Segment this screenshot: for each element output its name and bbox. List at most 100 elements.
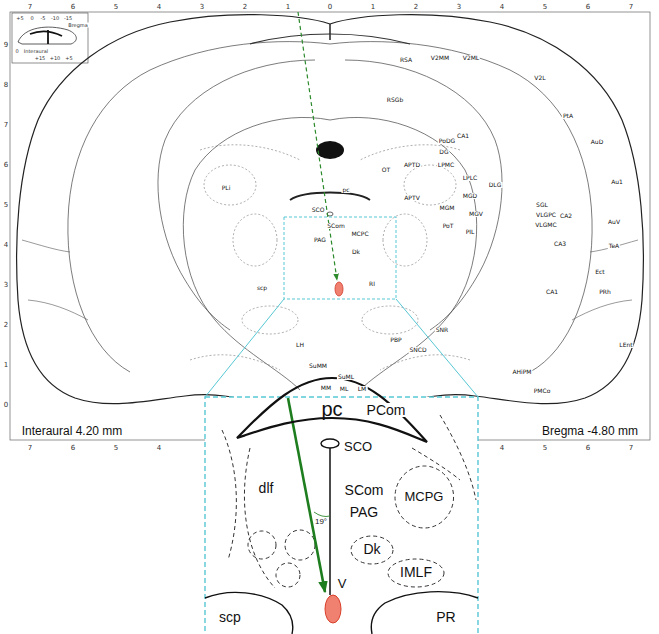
grid-number: 2 xyxy=(413,4,419,11)
region-label: SuML xyxy=(337,374,355,380)
atlas-drawing xyxy=(18,27,76,44)
trajectory-line xyxy=(298,12,337,280)
grid-number: 6 xyxy=(585,4,591,11)
region-label: scp xyxy=(256,285,268,291)
region-label: PRh xyxy=(598,289,612,295)
node-label: IMLF xyxy=(400,565,432,580)
region-label: TeA xyxy=(608,243,620,249)
region-label: Dk xyxy=(351,249,361,255)
inset-scale-label: 0 xyxy=(14,49,19,54)
region-label: MGV xyxy=(468,211,484,217)
zoom-outlines xyxy=(205,415,478,634)
target-site xyxy=(335,282,343,296)
vertical-reference-line xyxy=(329,448,331,595)
nucleus-border xyxy=(388,559,444,587)
grid-number: 0 xyxy=(327,4,333,11)
grid-number: 7 xyxy=(3,122,9,129)
region-label: SCO xyxy=(311,207,326,213)
grid-number: 5 xyxy=(542,4,548,11)
atlas-drawing xyxy=(30,30,62,44)
grid-number: 7 xyxy=(27,445,33,452)
atlas-drawing xyxy=(412,448,460,480)
grid-number: 4 xyxy=(3,242,9,249)
nucleus-border xyxy=(395,466,454,528)
zoom-region-label: 19° xyxy=(314,518,328,526)
grid-number: 7 xyxy=(628,4,634,11)
coordinate-caption: Bregma -4.80 mm xyxy=(541,425,639,437)
grid-number: 5 xyxy=(113,4,119,11)
injection-trajectory xyxy=(288,398,325,592)
region-label: CA3 xyxy=(553,241,567,247)
region-label: PtA xyxy=(562,113,574,119)
atlas-drawing xyxy=(242,306,298,334)
zoom-region-label: dlf xyxy=(258,481,275,495)
grid-number: 5 xyxy=(542,445,548,452)
atlas-drawing xyxy=(17,15,330,416)
grid-number: 5 xyxy=(3,202,9,209)
grid-number: 3 xyxy=(456,4,462,11)
region-label: V2MM xyxy=(430,55,450,61)
nucleus-outline: Dk xyxy=(350,535,394,565)
region-label: VLGPC xyxy=(535,212,557,218)
atlas-drawing xyxy=(276,563,300,587)
region-label: LM xyxy=(357,386,368,392)
region-label: Ect xyxy=(594,269,605,275)
nucleus-outline: MCPG xyxy=(394,465,455,529)
inset-scale-label: Interaural xyxy=(23,49,49,54)
brain-hemisphere xyxy=(17,15,330,416)
grid-number: 1 xyxy=(370,4,376,11)
grid-number: 6 xyxy=(70,445,76,452)
atlas-drawing xyxy=(222,430,236,560)
commissure-arc xyxy=(290,193,370,201)
region-label: SCom xyxy=(326,223,346,229)
region-label: V2L xyxy=(533,75,546,81)
region-label: PAG xyxy=(313,237,327,243)
inset-scale-label: -15 xyxy=(63,16,73,21)
grid-number: 8 xyxy=(3,82,9,89)
region-label: LPLC xyxy=(462,175,479,181)
zoom-source-box xyxy=(284,217,396,299)
node-label: MCPG xyxy=(404,490,443,504)
grid-number: 0 xyxy=(3,402,9,409)
zoom-region-label: SCom xyxy=(344,483,385,497)
grid-number: 2 xyxy=(242,4,248,11)
region-label: SuMM xyxy=(308,363,328,369)
inset-scale-label: +15 xyxy=(34,56,47,61)
region-label: PLi xyxy=(221,185,232,191)
target-site-zoom xyxy=(325,595,341,623)
region-label: VLGMC xyxy=(534,222,557,228)
grid-number: 4 xyxy=(156,4,162,11)
grid-number: 1 xyxy=(3,362,9,369)
grid-number: 5 xyxy=(113,445,119,452)
atlas-drawing xyxy=(250,34,330,44)
grid-number: 1 xyxy=(285,4,291,11)
region-label: APTD xyxy=(403,162,421,168)
region-label: AuD xyxy=(590,139,605,145)
atlas-drawing xyxy=(440,415,476,500)
node-label: Dk xyxy=(363,542,380,557)
grid-number: 3 xyxy=(3,282,9,289)
inset-scale-label: +10 xyxy=(49,56,62,61)
region-label: V2ML xyxy=(462,55,480,61)
atlas-drawing xyxy=(183,117,330,390)
region-label: PIL xyxy=(465,229,476,235)
region-label: RI xyxy=(368,281,376,287)
region-label: LH xyxy=(295,342,305,348)
atlas-drawing xyxy=(68,42,330,372)
region-label: MGM xyxy=(438,205,455,211)
nucleus-outline: IMLF xyxy=(387,558,445,588)
node-outline xyxy=(321,439,339,448)
region-label: CA2 xyxy=(559,213,573,219)
region-label: DG xyxy=(438,149,449,155)
grid-number: 4 xyxy=(499,4,505,11)
region-label: PoDG xyxy=(438,138,456,144)
grid-number: 3 xyxy=(199,4,205,11)
region-label: MCPC xyxy=(350,231,369,237)
region-label: SNR xyxy=(435,327,449,333)
zoom-panel xyxy=(205,397,478,634)
grid-number: 2 xyxy=(3,322,9,329)
atlas-drawing xyxy=(248,531,276,559)
zoom-region-label: PR xyxy=(435,610,456,624)
